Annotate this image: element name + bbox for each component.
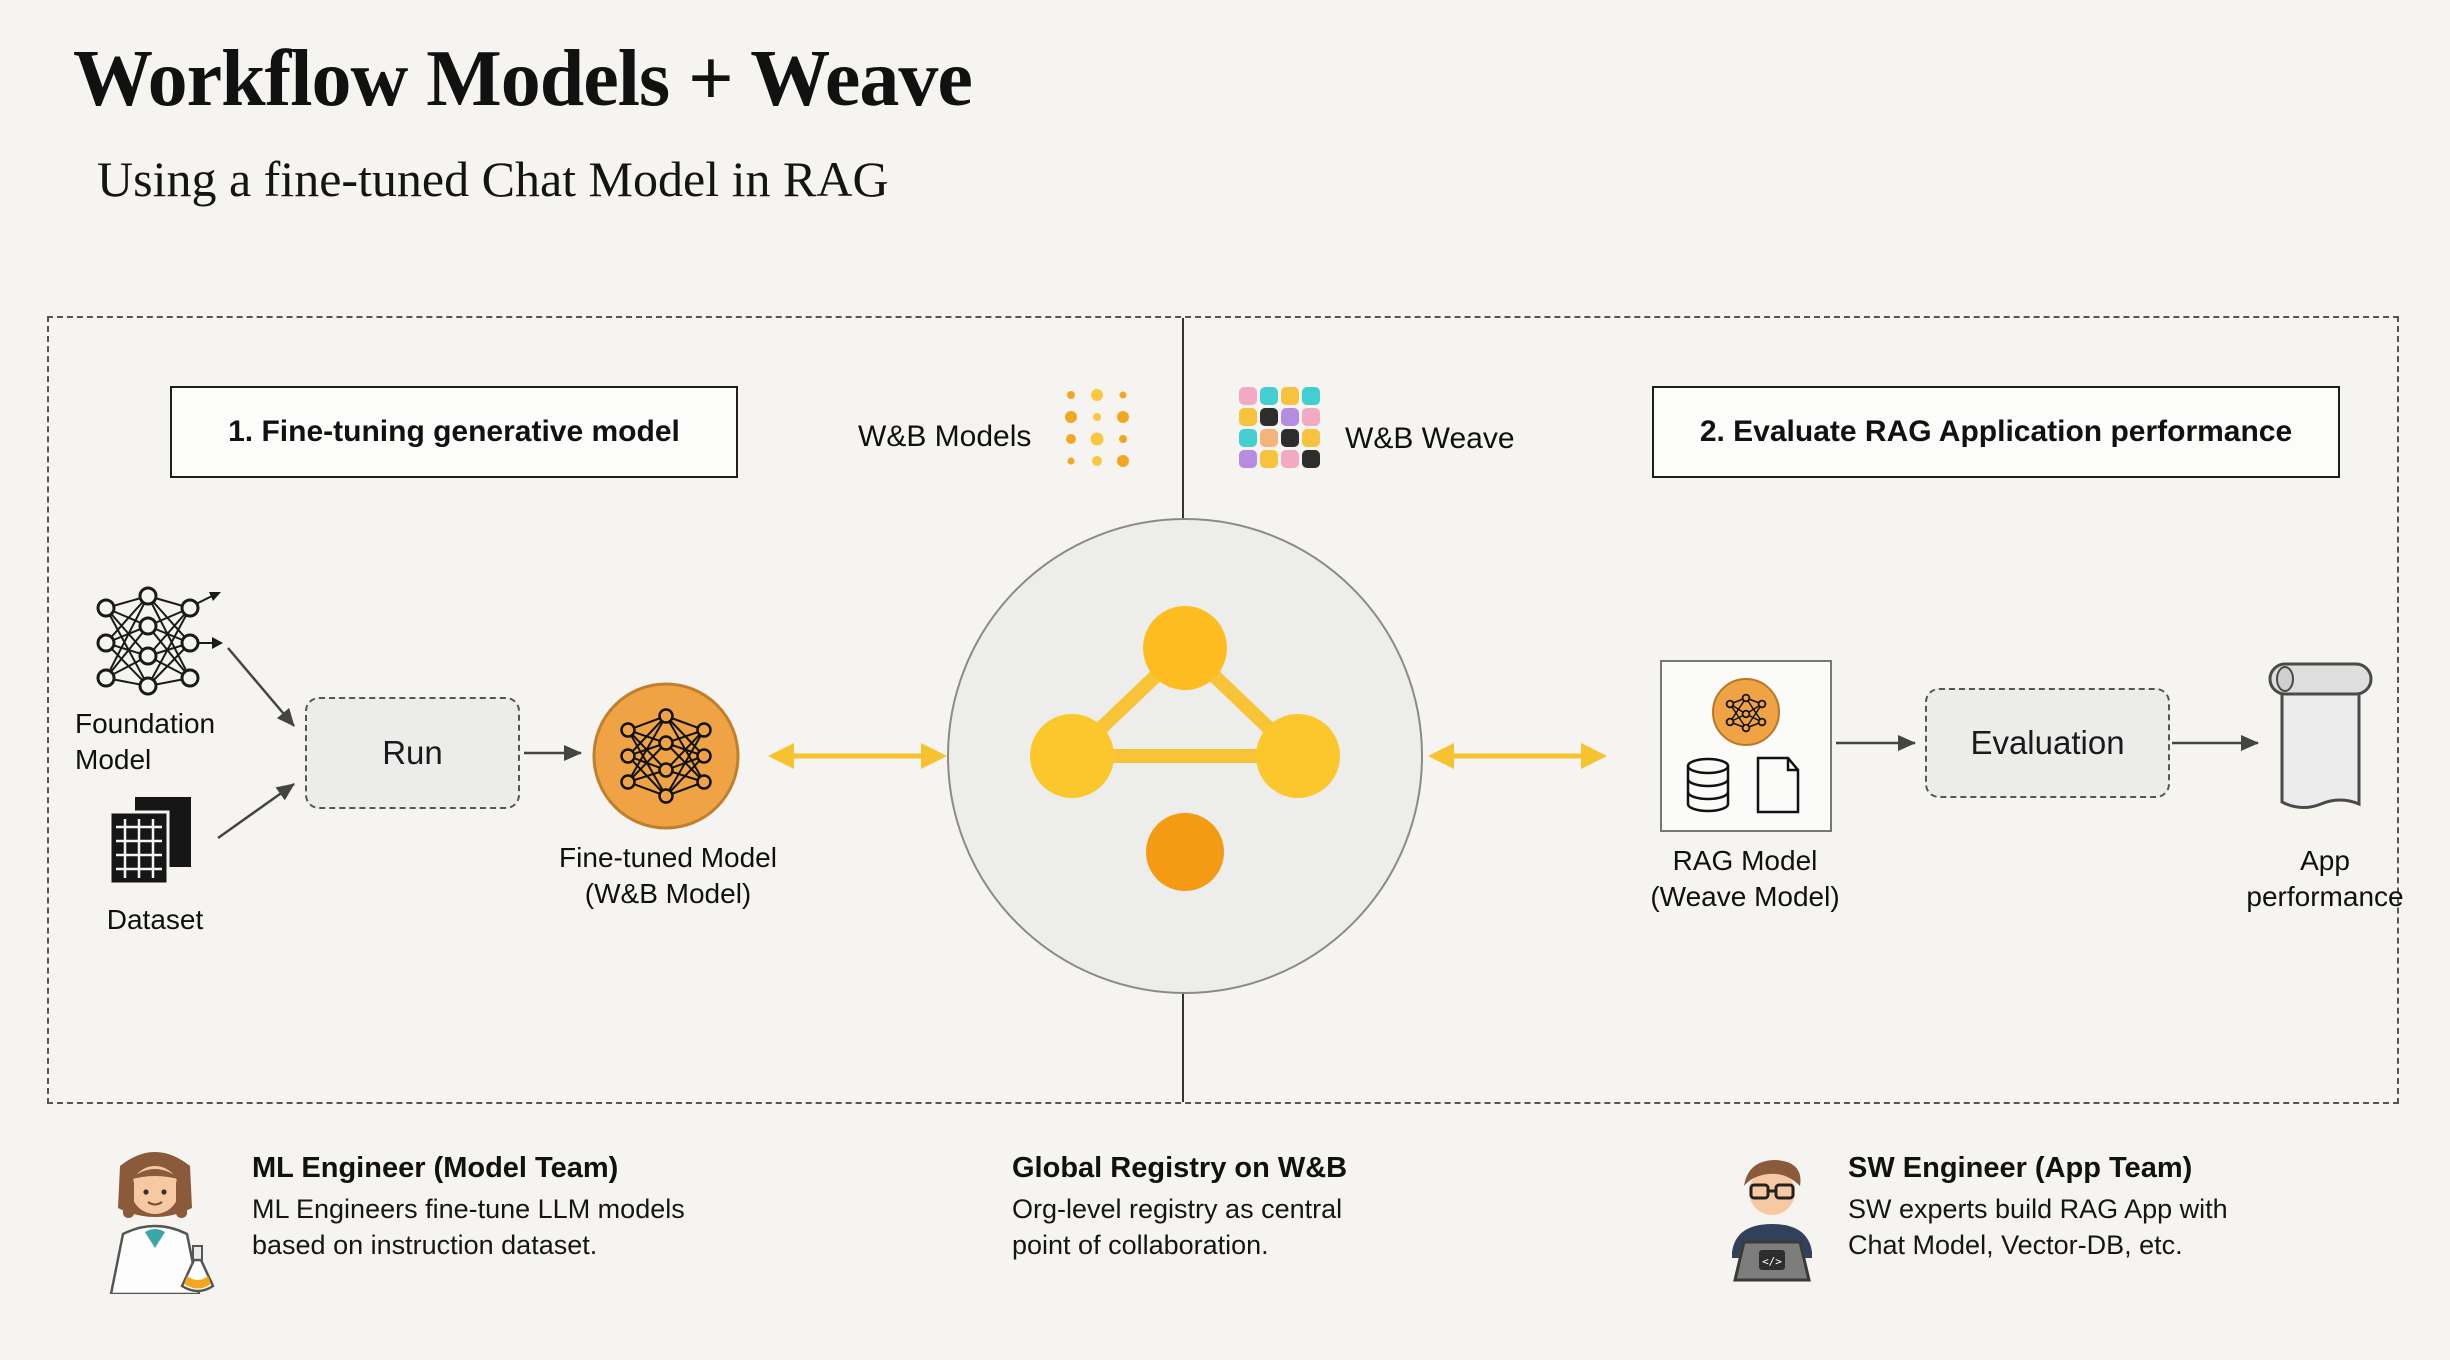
female-scientist-icon xyxy=(95,1146,215,1294)
foundation-model-label: Foundation Model xyxy=(75,708,216,776)
section-header-finetuning-label: 1. Fine-tuning generative model xyxy=(228,415,680,448)
legend-ml: ML Engineer (Model Team) ML Engineers fi… xyxy=(252,1152,685,1264)
fine-tuned-model-label: Fine-tuned Model (W&B Model) xyxy=(559,842,777,910)
orange-neural-network-icon xyxy=(590,680,742,832)
legend-ml-title: ML Engineer (Model Team) xyxy=(252,1152,619,1184)
page-title: Workflow Models + Weave xyxy=(73,35,973,123)
rag-model-composite-icon xyxy=(1686,678,1800,814)
diagram-frame xyxy=(47,316,2399,1104)
legend-sw-title: SW Engineer (App Team) xyxy=(1848,1152,2193,1184)
section-header-evaluate: 2. Evaluate RAG Application performance xyxy=(1652,386,2340,478)
dataset-label: Dataset xyxy=(106,904,204,935)
section-header-finetuning: 1. Fine-tuning generative model xyxy=(170,386,738,478)
rag-model-box xyxy=(1660,660,1832,832)
page-subtitle: Using a fine-tuned Chat Model in RAG xyxy=(97,151,889,207)
run-box-label: Run xyxy=(382,734,443,771)
legend-registry-desc: Org-level registry as central point of c… xyxy=(1012,1194,1343,1261)
svg-text:</>: </> xyxy=(1762,1255,1782,1268)
legend-sw: SW Engineer (App Team) SW experts build … xyxy=(1848,1152,2228,1264)
evaluation-box: Evaluation xyxy=(1925,688,2170,798)
wandb-models-dots-icon xyxy=(1053,383,1141,473)
scroll-document-icon xyxy=(2268,658,2373,826)
legend-registry: Global Registry on W&B Org-level registr… xyxy=(1012,1152,1347,1264)
legend-sw-desc: SW experts build RAG App with Chat Model… xyxy=(1848,1194,2228,1261)
section-header-evaluate-label: 2. Evaluate RAG Application performance xyxy=(1699,415,2293,448)
app-performance-label: App performance xyxy=(2246,845,2404,913)
male-developer-icon: </> xyxy=(1712,1152,1832,1287)
documents-grid-icon xyxy=(100,792,208,888)
wandb-models-label: W&B Models xyxy=(858,420,1032,453)
legend-registry-title: Global Registry on W&B xyxy=(1012,1152,1348,1184)
wandb-weave-grid-icon xyxy=(1237,385,1323,471)
evaluation-box-label: Evaluation xyxy=(1970,724,2125,761)
legend-ml-desc: ML Engineers fine-tune LLM models based … xyxy=(252,1194,685,1261)
neural-network-icon xyxy=(88,586,223,700)
wandb-weave-label: W&B Weave xyxy=(1345,422,1515,455)
run-box: Run xyxy=(305,697,520,809)
rag-model-label: RAG Model (Weave Model) xyxy=(1650,845,1840,913)
